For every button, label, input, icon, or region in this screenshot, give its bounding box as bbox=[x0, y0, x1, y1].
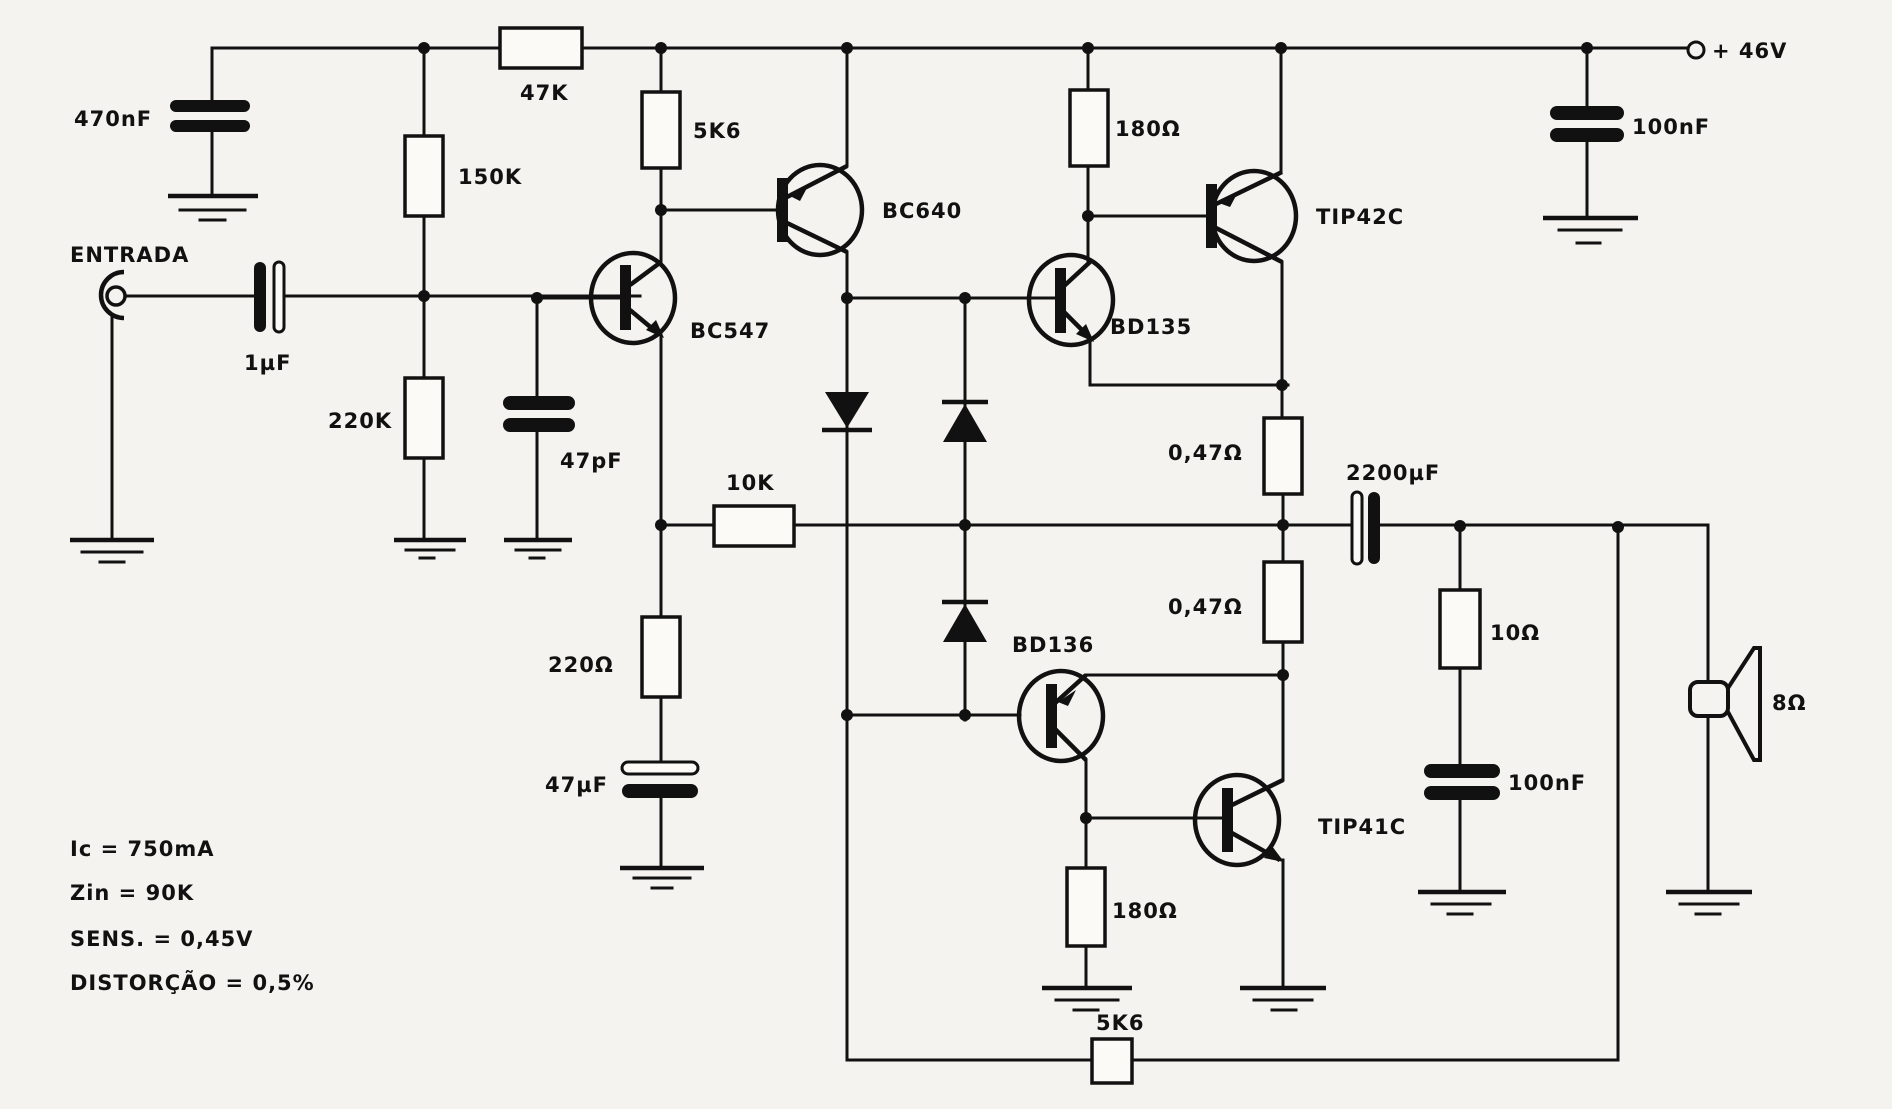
specs-block: Ic = 750mA Zin = 90K SENS. = 0,45V DISTO… bbox=[70, 837, 315, 995]
resistor-220k: 220K bbox=[328, 376, 466, 560]
capacitor-47uf: 47µF bbox=[545, 760, 704, 890]
input-label: ENTRADA bbox=[70, 243, 189, 267]
transistor-tip41c-label: TIP41C bbox=[1318, 815, 1406, 839]
resistor-180ohm-top-label: 180Ω bbox=[1115, 117, 1181, 141]
supply-rail: + 46V bbox=[210, 39, 1787, 63]
resistor-150k: 150K bbox=[403, 46, 522, 378]
transistor-bc640: BC640 bbox=[659, 42, 962, 1062]
resistor-150k-label: 150K bbox=[458, 165, 522, 189]
resistor-47k-label: 47K bbox=[520, 81, 569, 105]
spec-sens: SENS. = 0,45V bbox=[70, 927, 253, 951]
resistor-047ohm-bottom: 0,47Ω bbox=[1168, 560, 1304, 782]
transistor-bd135-label: BD135 bbox=[1110, 315, 1192, 339]
resistor-10k: 10K bbox=[659, 471, 1286, 548]
resistor-5k6-feedback: 5K6 bbox=[845, 1011, 1620, 1085]
input-ground bbox=[70, 537, 154, 564]
transistor-bc547-label: BC547 bbox=[690, 319, 770, 343]
resistor-5k6-feedback-label: 5K6 bbox=[1096, 1011, 1145, 1035]
transistor-bd136: BD136 bbox=[841, 633, 1285, 870]
junction-dot bbox=[418, 290, 430, 302]
capacitor-470nf: 470nF bbox=[74, 46, 258, 222]
resistor-47k: 47K bbox=[498, 26, 584, 105]
supply-label: + 46V bbox=[1712, 39, 1787, 63]
capacitor-2200uf: 2200µF bbox=[1281, 461, 1710, 566]
spec-ic: Ic = 750mA bbox=[70, 837, 214, 861]
capacitor-47pf-label: 47pF bbox=[560, 449, 623, 473]
resistor-5k6-collector: 5K6 bbox=[640, 42, 742, 264]
transistor-tip41c: TIP41C bbox=[1084, 772, 1406, 1012]
junction-dot bbox=[1276, 379, 1288, 391]
capacitor-100nf-supply: 100nF bbox=[1543, 42, 1710, 245]
transistor-bd135: BD135 bbox=[963, 252, 1290, 387]
transistor-bd136-label: BD136 bbox=[1012, 633, 1094, 657]
resistor-220k-label: 220K bbox=[328, 409, 392, 433]
resistor-047ohm-top-label: 0,47Ω bbox=[1168, 441, 1243, 465]
capacitor-470nf-label: 470nF bbox=[74, 107, 152, 131]
capacitor-1uf-label: 1µF bbox=[244, 351, 291, 375]
junction-dot bbox=[959, 519, 971, 531]
speaker-icon: 8Ω bbox=[1612, 521, 1806, 1062]
capacitor-100nf-supply-label: 100nF bbox=[1632, 115, 1710, 139]
resistor-047ohm-bottom-label: 0,47Ω bbox=[1168, 595, 1243, 619]
resistor-180ohm-bottom-label: 180Ω bbox=[1112, 899, 1178, 923]
capacitor-2200uf-label: 2200µF bbox=[1346, 461, 1440, 485]
input-jack[interactable]: ENTRADA bbox=[70, 243, 189, 321]
diode-2 bbox=[942, 296, 988, 722]
transistor-bc547: BC547 bbox=[588, 250, 770, 527]
resistor-220ohm: 220Ω bbox=[548, 523, 682, 766]
transistor-bc640-label: BC640 bbox=[882, 199, 962, 223]
speaker-label: 8Ω bbox=[1772, 691, 1806, 715]
capacitor-1uf: 1µF bbox=[244, 260, 642, 375]
supply-terminal bbox=[1686, 40, 1706, 60]
transistor-tip42c: TIP42C bbox=[1086, 42, 1404, 420]
capacitor-100nf-zobel-label: 100nF bbox=[1508, 771, 1586, 795]
resistor-180ohm-top: 180Ω bbox=[1068, 42, 1181, 264]
capacitor-47pf: 47pF bbox=[503, 296, 623, 560]
resistor-10k-label: 10K bbox=[726, 471, 775, 495]
resistor-5k6-label: 5K6 bbox=[693, 119, 742, 143]
resistor-220ohm-label: 220Ω bbox=[548, 653, 614, 677]
resistor-10ohm: 10Ω bbox=[1438, 520, 1540, 768]
resistor-10ohm-label: 10Ω bbox=[1490, 621, 1540, 645]
capacitor-47uf-label: 47µF bbox=[545, 773, 608, 797]
capacitor-100nf-zobel: 100nF bbox=[1418, 764, 1586, 916]
resistor-047ohm-top: 0,47Ω bbox=[1168, 416, 1304, 564]
diode-1 bbox=[822, 392, 872, 433]
spec-distortion: DISTORÇÃO = 0,5% bbox=[70, 970, 315, 995]
spec-zin: Zin = 90K bbox=[70, 881, 194, 905]
transistor-tip42c-label: TIP42C bbox=[1316, 205, 1404, 229]
resistor-180ohm-bottom: 180Ω bbox=[1042, 812, 1178, 1012]
